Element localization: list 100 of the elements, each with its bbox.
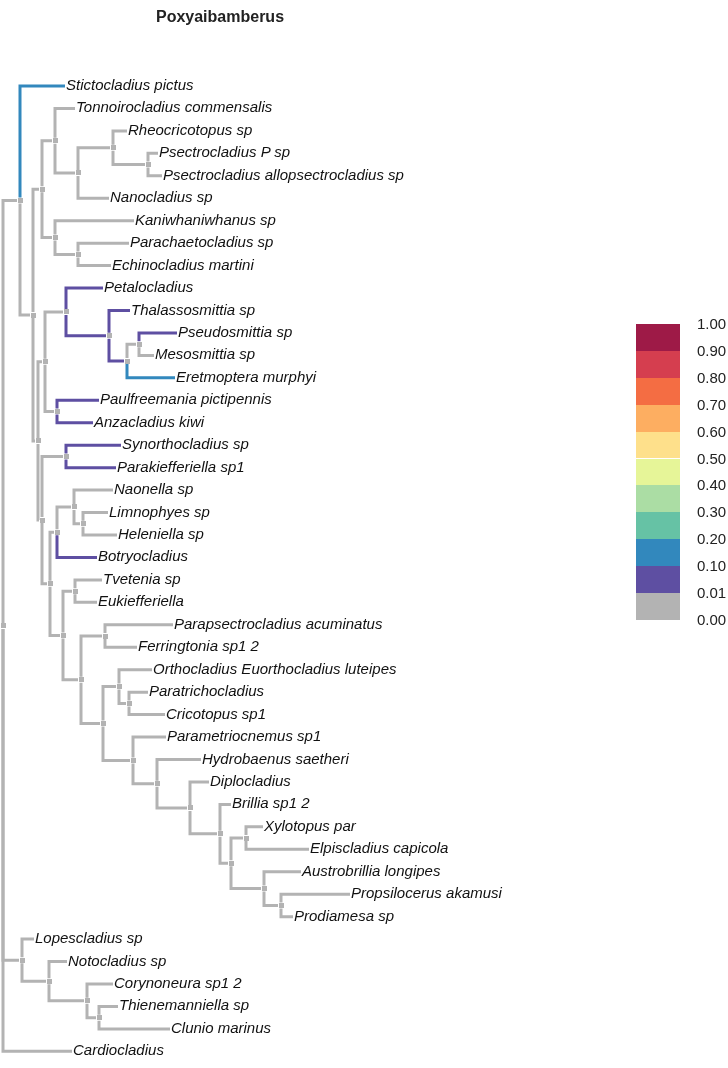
species-label: Corynoneura sp1 2 [113,974,242,992]
tree-branch [73,578,102,589]
branch-node [110,145,116,151]
species-label: Mesosmittia sp [154,345,256,364]
branch-node [17,198,23,203]
tree-branch [131,763,154,786]
tree-branch [125,342,136,358]
tree-branch [117,689,126,705]
tree-branch [244,825,263,836]
tree-branch [155,758,201,781]
legend-value: 0.10 [697,557,727,576]
tree-branch [73,594,97,604]
species-label: Austrobrillia longipes [301,861,441,880]
tree-branch [55,398,99,409]
branch-node [63,309,69,315]
branch-node [80,521,86,527]
species-label: Pseudosmittia sp [177,322,293,341]
species-label: Petalocladius [103,278,194,297]
tree-branch [47,960,67,979]
tree-branch [146,167,162,178]
species-label: Ferringtonia sp1 2 [137,637,259,656]
tree-branch [262,870,301,886]
tree-branch [137,347,154,357]
tree-branch [218,836,228,865]
branch-node [145,162,151,168]
species-label: Botryocladius [97,547,189,566]
species-label: Echinocladius martini [111,255,254,274]
tree-branch [43,364,54,414]
tree-branch [40,139,52,187]
species-label: Parakiefferiella sp1 [116,457,245,476]
tree-branch [76,241,129,252]
tree-branch [18,84,65,198]
species-label: Notocladius sp [67,951,167,970]
tree-branch [229,836,243,861]
branch-node [187,805,193,811]
legend-value: 0.60 [697,422,727,441]
tree-branch [55,505,71,530]
legend-value: 0.50 [697,449,727,468]
tree-branch [76,176,109,200]
branch-node [96,1015,102,1021]
branch-node [75,170,81,176]
legend-value: 0.90 [697,341,727,360]
tree-branch [53,219,134,235]
branch-node [72,588,78,594]
tree-branch [31,187,39,312]
branch-node [228,860,234,866]
tree-branch [48,530,54,581]
species-label: Psectrocladius allopsectrocladius sp [162,165,404,184]
tree-branch [47,984,84,1003]
legend-value: 0.30 [697,503,727,522]
branch-node [106,333,112,339]
branch-node [126,700,132,706]
tree-branch [125,364,175,380]
tree-branch [18,203,30,317]
tree-branch [64,443,121,454]
tree-branch [31,318,36,443]
tree-branch [117,668,152,684]
species-label: Rheocricotopus sp [127,120,253,139]
tree-branch [36,443,41,522]
tree-branch [79,634,102,677]
species-label: Cardiocladius [72,1041,164,1060]
species-label: Synorthocladius sp [121,435,249,454]
species-label: Eukiefferiella [97,592,184,611]
tree-branch [107,309,130,333]
tree-branch [229,866,261,891]
tree-branch [127,706,165,717]
branch-node [35,438,41,444]
tree-branch [85,982,113,998]
species-label: Eretmoptera murphyi [175,367,317,386]
species-label: Tvetenia sp [102,569,181,588]
branch-node [84,998,90,1004]
branch-node [47,581,53,587]
species-label: Parachaetocladius sp [129,233,274,252]
tree-branch [97,1020,170,1031]
tree-branch [81,511,108,521]
branch-node [261,886,267,892]
species-label: Naonella sp [113,480,194,499]
legend-value: 0.80 [697,368,727,387]
branch-node [46,978,52,984]
tree-branch [20,963,46,983]
legend-value: 1.00 [697,315,727,333]
tree-branch [79,682,100,725]
chart-title: Poxyaibamberus [155,8,285,25]
branch-node [42,359,48,365]
branch-node [39,517,45,523]
tree-branch [72,509,80,526]
tree-branch [137,331,177,342]
tree-branch [55,535,97,559]
legend-value: 0.40 [697,476,727,495]
species-label: Psectrocladius P sp [158,143,291,162]
tree-branch [279,892,350,903]
tree-branch [218,802,231,831]
tree-branch [76,257,111,268]
branch-node [243,835,249,841]
tree-branch [20,937,34,958]
tree-branch [53,106,75,138]
branch-node [78,677,84,683]
branch-node [0,623,6,629]
branch-node [30,312,36,318]
species-label: Elpiscladius capicola [309,839,449,858]
